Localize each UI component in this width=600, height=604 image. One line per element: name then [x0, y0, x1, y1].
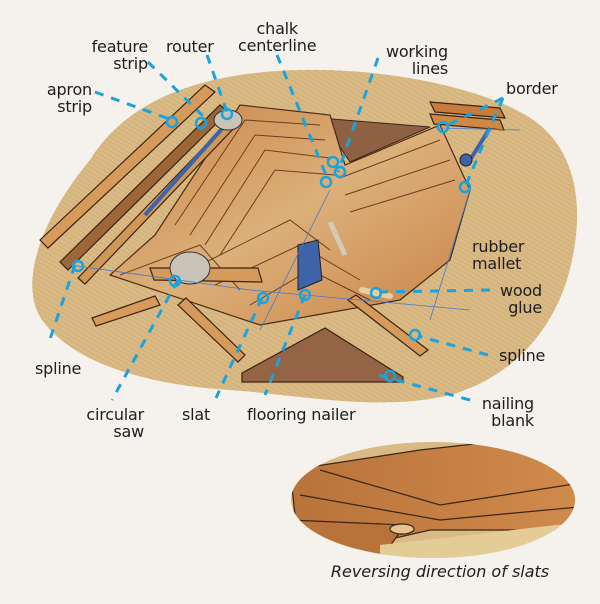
label-border: border	[506, 79, 558, 98]
label-router: router	[166, 37, 214, 56]
working-lines-drawing	[69, 127, 521, 331]
label-rubber-mallet: rubber mallet	[472, 237, 525, 273]
wood-glue-drawing	[359, 287, 393, 299]
label-wood-glue: wood glue	[499, 281, 542, 317]
flooring-nailer-drawing	[297, 220, 348, 291]
blue-line	[143, 120, 230, 217]
circular-saw-drawing	[169, 251, 211, 285]
label-circular-saw: circular saw	[86, 405, 144, 441]
label-spline-left: spline	[35, 359, 82, 378]
label-slat: slat	[182, 405, 211, 424]
callout-leaders	[46, 54, 505, 402]
inset-caption: Reversing direction of slats	[330, 562, 550, 581]
label-working-lines: working lines	[385, 42, 448, 78]
inset-illustration	[291, 442, 575, 558]
nailing-blank-drawing	[241, 327, 404, 383]
label-chalk-centerline: chalk centerline	[238, 19, 317, 55]
label-apron-strip: apron strip	[46, 80, 92, 116]
label-feature-strip: feature strip	[91, 37, 149, 73]
callout-pins	[71, 107, 472, 383]
border-slats	[428, 101, 507, 131]
label-spline-right: spline	[499, 346, 546, 365]
label-nailing-blank: nailing blank	[481, 394, 534, 430]
label-flooring-nailer: flooring nailer	[247, 405, 356, 424]
